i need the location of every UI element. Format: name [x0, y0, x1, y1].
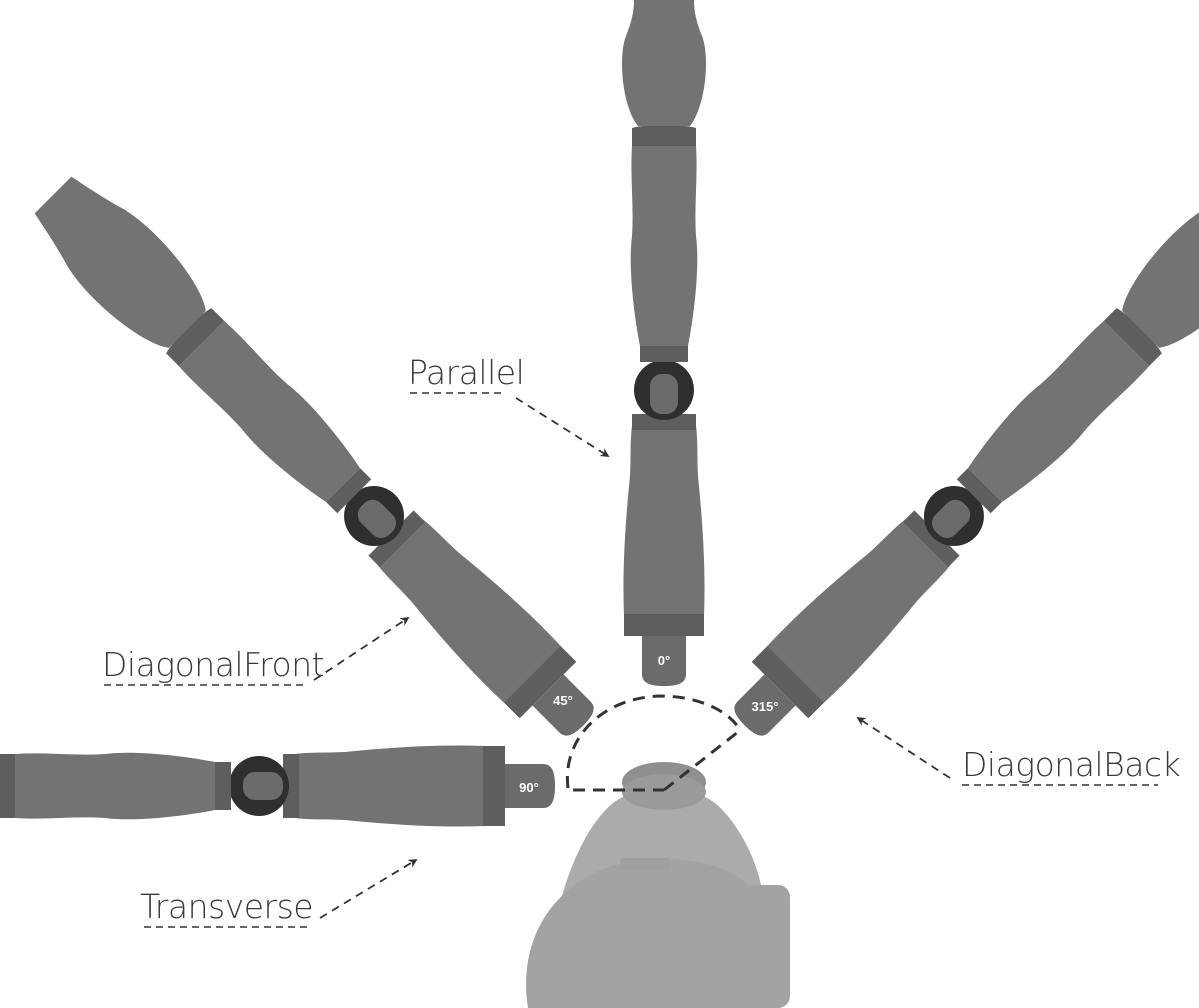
- angle-label-315: 315°: [752, 699, 779, 714]
- arm-diagonal-back: [734, 176, 1199, 736]
- label-parallel: Parallel: [408, 353, 524, 392]
- label-transverse-group: Transverse: [140, 859, 418, 928]
- label-transverse: Transverse: [140, 887, 313, 926]
- rotation-arc: [565, 694, 742, 792]
- angle-label-45: 45°: [553, 693, 573, 708]
- arm-parallel: [622, 0, 706, 686]
- arm-transverse: [0, 745, 555, 827]
- label-diagonal-back-group: DiagonalBack: [856, 717, 1181, 786]
- camera-body: [526, 762, 790, 1008]
- angle-label-0: 0°: [658, 653, 670, 668]
- label-parallel-group: Parallel: [408, 353, 610, 457]
- label-diagonal-front: DiagonalFront: [102, 645, 324, 684]
- label-diagonal-front-group: DiagonalFront: [102, 617, 410, 686]
- angle-label-90: 90°: [519, 780, 539, 795]
- label-diagonal-back: DiagonalBack: [962, 745, 1181, 784]
- arm-diagonal-front: [34, 176, 594, 736]
